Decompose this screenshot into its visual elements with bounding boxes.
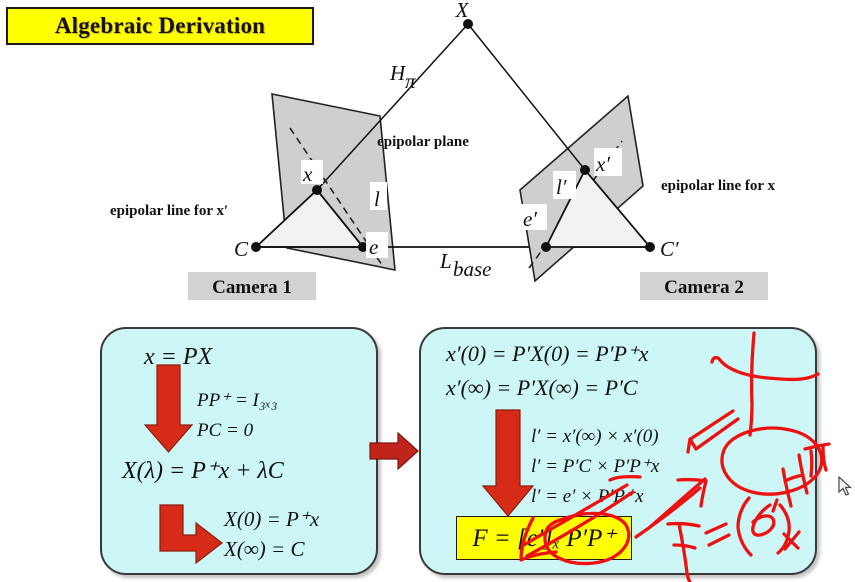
caption-epipolar-line-for-xprime: epipolar line for x′ <box>110 203 228 219</box>
ray-X-to-C <box>316 23 469 191</box>
page-title: Algebraic Derivation <box>54 13 266 38</box>
label-baseline: L <box>439 249 452 273</box>
left-eq-6: X(∞) = C <box>224 537 305 561</box>
left-derivation-box: x = PX PP⁺ = I₃ₓ₃ PC = 0 X(λ) = P⁺x + λC… <box>100 327 378 575</box>
mouse-cursor-icon <box>838 476 853 496</box>
left-eq-1: x = PX <box>144 344 213 370</box>
label-baseline-subscript: base <box>453 257 492 281</box>
point-X <box>463 19 473 29</box>
point-xprime <box>580 165 590 175</box>
right-eq-1: x′(0) = P′X(0) = P′P⁺x <box>446 341 649 366</box>
point-eprime <box>541 242 551 252</box>
slide-title-box: Algebraic Derivation <box>6 7 314 45</box>
ray-X-to-Cprime <box>467 23 586 171</box>
right-eq-2: x′(∞) = P′X(∞) = P′C <box>446 375 638 400</box>
label-point-Cprime: C′ <box>660 237 679 261</box>
point-C <box>251 242 261 252</box>
left-eq-2: PP⁺ = I₃ₓ₃ <box>197 390 278 411</box>
fundamental-matrix-result-box: F = [e′]ₓ P′P⁺ <box>456 516 632 560</box>
right-eq-5: l′ = e′ × P′P⁺x <box>531 486 644 507</box>
label-homography-subscript: π <box>405 69 416 93</box>
epipolar-geometry-diagram: X C x e l e′ x′ l′ C′ H π L base epipola… <box>110 0 776 300</box>
point-x <box>312 185 322 195</box>
label-line-lprime: l′ <box>556 175 567 199</box>
label-point-xprime: x′ <box>595 152 610 176</box>
point-Cprime <box>645 242 655 252</box>
label-homography: H <box>389 61 407 85</box>
camera1-label-plate <box>188 272 316 300</box>
fundamental-matrix-equation: F = [e′]ₓ P′P⁺ <box>472 525 616 552</box>
label-epipolar-plane: epipolar plane <box>377 134 469 150</box>
caption-epipolar-line-for-x: epipolar line for x <box>661 178 776 194</box>
camera2-label: Camera 2 <box>664 277 744 298</box>
left-eq-5: X(0) = P⁺x <box>224 507 320 531</box>
label-line-l: l <box>374 187 380 211</box>
camera2-label-plate <box>640 272 768 300</box>
right-epipolar-triangle <box>544 168 652 248</box>
right-eq-3: l′ = x′(∞) × x′(0) <box>531 426 659 447</box>
label-point-x: x <box>302 162 313 186</box>
label-point-C: C <box>234 237 249 261</box>
left-eq-4: X(λ) = P⁺x + λC <box>122 458 284 484</box>
camera1-label: Camera 1 <box>212 277 292 298</box>
point-e <box>358 242 368 252</box>
label-point-e: e <box>369 235 378 259</box>
left-eq-3: PC = 0 <box>197 420 254 441</box>
right-eq-4: l′ = P′C × P′P⁺x <box>531 456 660 477</box>
label-point-X: X <box>455 0 470 22</box>
label-point-eprime: e′ <box>523 207 537 231</box>
